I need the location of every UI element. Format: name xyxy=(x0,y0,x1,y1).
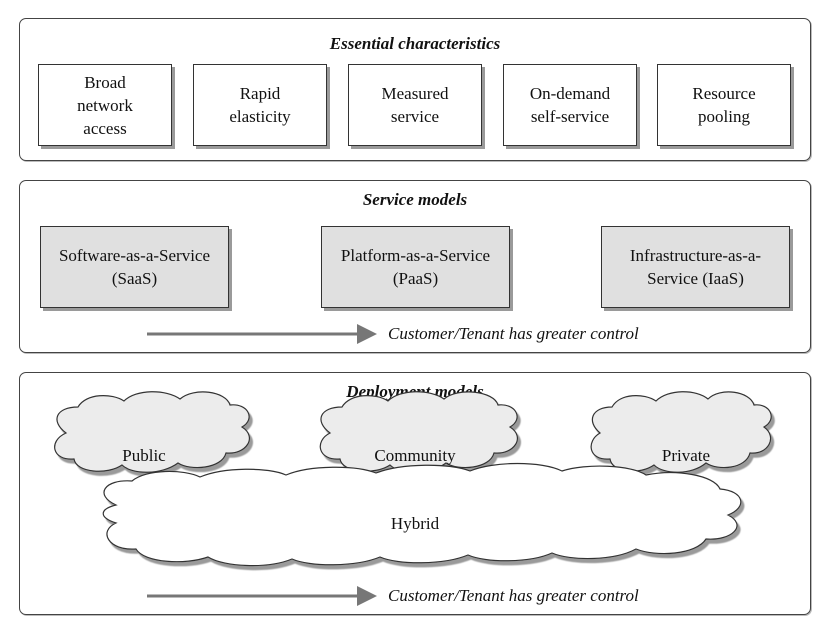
service-control-label: Customer/Tenant has greater control xyxy=(388,324,639,343)
deployment-models-panel: Deployment models Public Community Priva… xyxy=(19,372,811,615)
deployment-control-label: Customer/Tenant has greater control xyxy=(388,586,639,605)
iaas-box: Infrastructure-as-a- Service (IaaS) xyxy=(601,226,790,308)
public-cloud-label: Public xyxy=(122,446,166,465)
public-cloud-icon xyxy=(54,391,250,473)
essential-characteristics-title: Essential characteristics xyxy=(329,34,501,53)
deployment-clouds xyxy=(54,391,772,567)
community-cloud-icon xyxy=(319,391,518,473)
paas-box: Platform-as-a-Service (PaaS) xyxy=(321,226,510,308)
private-cloud-icon xyxy=(590,391,772,473)
right-arrow-icon xyxy=(147,324,377,344)
broad-network-access-box: Broad network access xyxy=(38,64,172,146)
resource-pooling-box: Resource pooling xyxy=(657,64,791,146)
private-cloud-label: Private xyxy=(661,446,711,465)
hybrid-cloud-label: Hybrid xyxy=(390,514,440,533)
hybrid-cloud-icon xyxy=(102,462,742,567)
service-control-arrow-row: Customer/Tenant has greater control xyxy=(20,320,810,350)
saas-box: Software-as-a-Service (SaaS) xyxy=(40,226,229,308)
measured-service-box: Measured service xyxy=(348,64,482,146)
community-cloud-label: Community xyxy=(374,446,456,465)
essential-characteristics-panel: Essential characteristics Broad network … xyxy=(19,18,811,161)
deployment-control-arrow-row: Customer/Tenant has greater control xyxy=(20,582,810,612)
right-arrow-icon xyxy=(147,586,377,606)
on-demand-self-service-box: On-demand self-service xyxy=(503,64,637,146)
service-models-title: Service models xyxy=(362,190,468,209)
service-models-panel: Service models Software-as-a-Service (Sa… xyxy=(19,180,811,353)
rapid-elasticity-box: Rapid elasticity xyxy=(193,64,327,146)
